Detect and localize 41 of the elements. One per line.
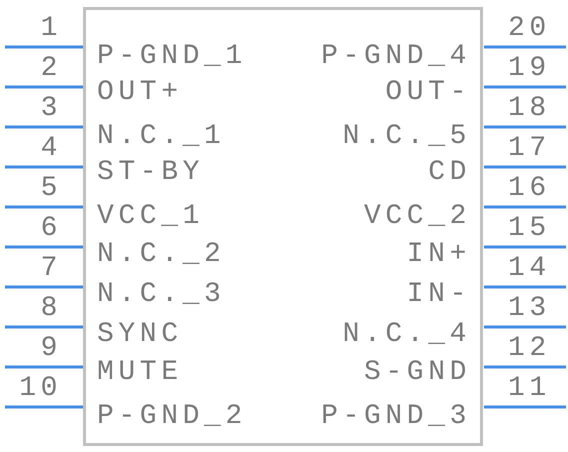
pin-name: N.C._1: [97, 122, 226, 152]
pin-name: MUTE: [97, 358, 183, 388]
pin-name: P-GND_4: [321, 42, 471, 72]
pin-number: 17: [508, 134, 551, 164]
pin-number: 1: [40, 14, 62, 44]
pin-name: CD: [428, 158, 471, 188]
pin-name: N.C._4: [342, 320, 471, 350]
pin-name: N.C._5: [342, 122, 471, 152]
pin-name: P-GND_1: [97, 42, 247, 72]
pin-number: 12: [508, 334, 551, 364]
pin-number: 7: [40, 254, 62, 284]
pin-name: P-GND_3: [321, 402, 471, 432]
pin-number: 18: [508, 94, 551, 124]
pin-name: IN+: [406, 240, 471, 270]
pin-name: P-GND_2: [97, 402, 247, 432]
pin-number: 2: [40, 54, 62, 84]
pin-name: S-GND: [364, 358, 471, 388]
pin-name: N.C._2: [97, 240, 226, 270]
pin-number: 5: [40, 174, 62, 204]
pin-number: 9: [40, 334, 62, 364]
pin-name: OUT+: [97, 78, 183, 108]
pin-name: VCC_1: [97, 202, 204, 232]
pin-number: 6: [40, 214, 62, 244]
pin-number: 19: [508, 54, 551, 84]
pin-name: IN-: [406, 280, 471, 310]
pin-name: OUT-: [385, 78, 471, 108]
pin-name: VCC_2: [364, 202, 471, 232]
pin-name: N.C._3: [97, 280, 226, 310]
pin-number: 16: [508, 174, 551, 204]
pin-number: 3: [40, 94, 62, 124]
pin-number: 15: [508, 214, 551, 244]
pin-number: 4: [40, 134, 62, 164]
ic-body: [83, 7, 483, 446]
pin-number: 14: [508, 254, 551, 284]
pin-number: 10: [19, 374, 62, 404]
pin-name: SYNC: [97, 320, 183, 350]
pin-number: 20: [508, 14, 551, 44]
pin-name: ST-BY: [97, 158, 204, 188]
pin-number: 13: [508, 294, 551, 324]
pin-number: 11: [508, 374, 551, 404]
pin-number: 8: [40, 294, 62, 324]
